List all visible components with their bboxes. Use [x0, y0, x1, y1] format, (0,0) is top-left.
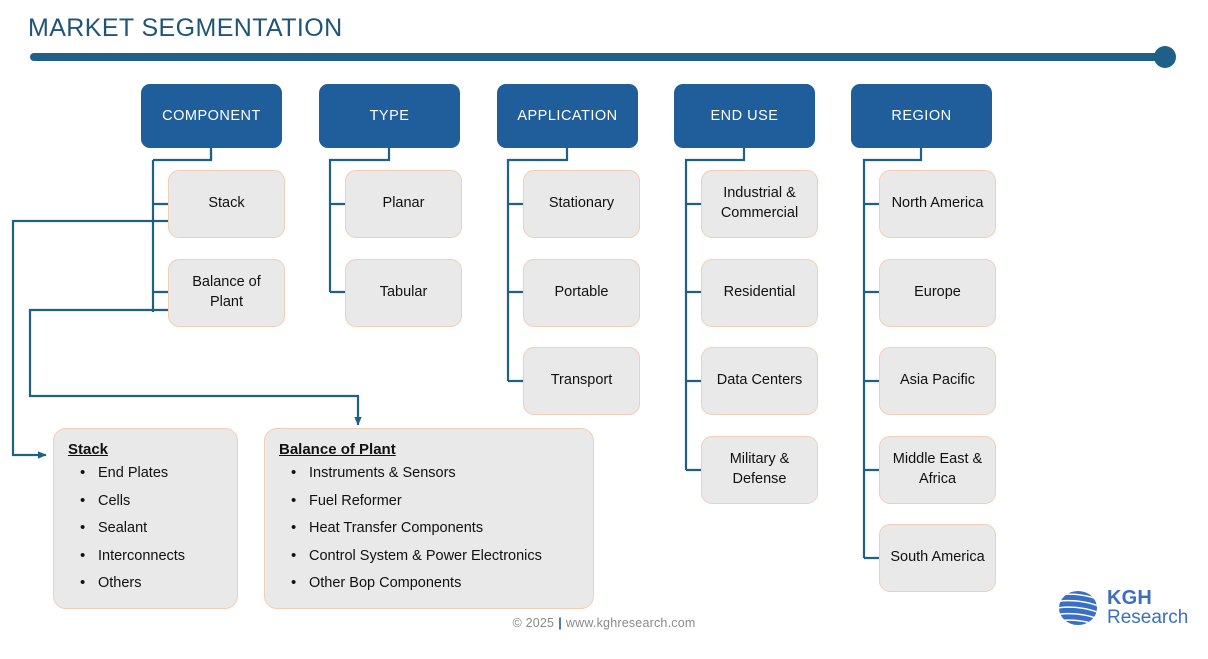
title-end-dot [1154, 46, 1176, 68]
list-item: Cells [68, 491, 223, 511]
column-header-label: END USE [710, 108, 779, 124]
item-end-use-military-defense[interactable]: Military & Defense [701, 436, 818, 504]
column-header-region[interactable]: REGION [851, 84, 992, 148]
list-item: End Plates [68, 463, 223, 483]
item-label: Data Centers [716, 372, 803, 389]
list-item: Heat Transfer Components [279, 518, 579, 538]
item-label: Portable [554, 284, 609, 301]
item-region-middle-east-africa[interactable]: Middle East & Africa [879, 436, 996, 504]
item-type-planar[interactable]: Planar [345, 170, 462, 238]
globe-icon [1059, 590, 1097, 625]
list-item: Control System & Power Electronics [279, 546, 579, 566]
page-title: MARKET SEGMENTATION [28, 14, 343, 42]
item-label: South America [890, 549, 985, 566]
column-header-application[interactable]: APPLICATION [497, 84, 638, 148]
footer-website[interactable]: www.kghresearch.com [565, 616, 696, 630]
column-header-label: REGION [891, 108, 952, 124]
column-header-label: TYPE [369, 108, 410, 124]
list-item: Interconnects [68, 546, 223, 566]
item-type-tabular[interactable]: Tabular [345, 259, 462, 327]
item-label: Stationary [548, 195, 615, 212]
detail-box-title: Balance of Plant [279, 441, 396, 458]
logo-line-1: KGH [1107, 587, 1153, 609]
item-label: Planar [382, 195, 425, 212]
footer-copyright: © 2025 [512, 616, 555, 630]
item-end-use-industrial-commercial[interactable]: Industrial & Commercial [701, 170, 818, 238]
item-label: North America [891, 195, 984, 212]
item-end-use-data-centers[interactable]: Data Centers [701, 347, 818, 415]
item-label: Residential [723, 284, 796, 301]
list-item: Others [68, 573, 223, 593]
item-label: Transport [550, 372, 613, 389]
footer-separator: | [558, 616, 562, 630]
list-item: Instruments & Sensors [279, 463, 579, 483]
item-label: Industrial & Commercial [720, 185, 799, 221]
item-component-balance-of-plant[interactable]: Balance of Plant [168, 259, 285, 327]
column-header-label: COMPONENT [162, 108, 261, 124]
kgh-research-logo[interactable]: KGH Research [1056, 588, 1188, 627]
item-label: Military & Defense [729, 451, 790, 487]
item-label: Tabular [379, 284, 428, 301]
detail-bullet-list: Instruments & Sensors Fuel Reformer Heat… [279, 463, 579, 593]
item-application-portable[interactable]: Portable [523, 259, 640, 327]
column-header-end-use[interactable]: END USE [674, 84, 815, 148]
item-end-use-residential[interactable]: Residential [701, 259, 818, 327]
title-underline-bar [30, 53, 1166, 61]
detail-bullet-list: End Plates Cells Sealant Interconnects O… [68, 463, 223, 593]
column-header-type[interactable]: TYPE [319, 84, 460, 148]
item-region-north-america[interactable]: North America [879, 170, 996, 238]
item-label: Balance of Plant [192, 274, 261, 310]
item-application-transport[interactable]: Transport [523, 347, 640, 415]
item-region-south-america[interactable]: South America [879, 524, 996, 592]
item-label: Europe [914, 284, 961, 301]
item-label: Asia Pacific [900, 372, 975, 389]
logo-text: KGH Research [1107, 588, 1188, 627]
item-application-stationary[interactable]: Stationary [523, 170, 640, 238]
detail-box-balance-of-plant[interactable]: Balance of Plant Instruments & Sensors F… [264, 428, 594, 609]
logo-line-2: Research [1107, 607, 1189, 628]
item-region-europe[interactable]: Europe [879, 259, 996, 327]
item-label: Stack [208, 195, 245, 212]
detail-box-title: Stack [68, 441, 109, 458]
item-region-asia-pacific[interactable]: Asia Pacific [879, 347, 996, 415]
list-item: Sealant [68, 518, 223, 538]
list-item: Other Bop Components [279, 573, 579, 593]
item-component-stack[interactable]: Stack [168, 170, 285, 238]
column-header-label: APPLICATION [517, 108, 618, 124]
footer: © 2025|www.kghresearch.com [0, 616, 1208, 630]
list-item: Fuel Reformer [279, 491, 579, 511]
column-header-component[interactable]: COMPONENT [141, 84, 282, 148]
item-label: Middle East & Africa [892, 451, 983, 487]
detail-box-stack[interactable]: Stack End Plates Cells Sealant Interconn… [53, 428, 238, 609]
